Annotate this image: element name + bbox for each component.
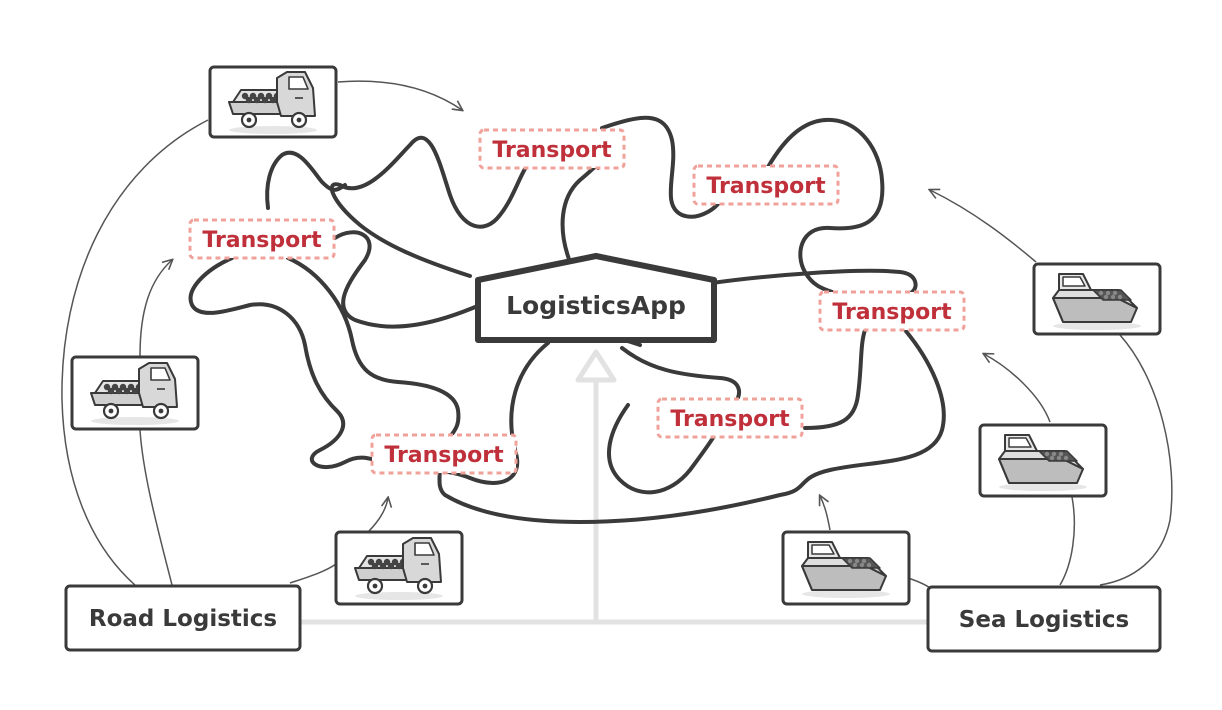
- transport-labels: TransportTransportTransportTransportTran…: [188, 128, 966, 475]
- sea-logistics-label: Sea Logistics: [959, 607, 1129, 633]
- arrow-truck-top: [337, 80, 462, 110]
- transport-box: [692, 164, 840, 206]
- transport-text: Transport: [670, 407, 790, 432]
- logistics-links: [61, 119, 1173, 589]
- truck-box-left: [70, 355, 200, 431]
- arrow-boat-middle: [984, 354, 1051, 423]
- road-logistics-node: Road Logistics: [64, 584, 302, 652]
- arrow-boat-top: [930, 190, 1037, 263]
- sea-logistics-node: Sea Logistics: [926, 585, 1162, 653]
- boat-box-bottom: [781, 530, 911, 606]
- transport-text: Transport: [492, 138, 612, 163]
- arrow-truck-bottom: [367, 498, 388, 533]
- vehicle-icons: [70, 65, 1162, 606]
- arrow-truck-left: [139, 260, 172, 357]
- truck-box-top: [208, 65, 338, 139]
- transport-box: [478, 128, 626, 170]
- transport-box: [188, 218, 336, 260]
- transport-label-6: Transport: [370, 433, 518, 475]
- transport-label-5: Transport: [656, 397, 804, 439]
- logistics-app-node: LogisticsApp: [475, 253, 717, 343]
- inheritance-arrow-head: [575, 349, 617, 383]
- transport-text: Transport: [384, 443, 504, 468]
- truck-box-bottom: [334, 530, 464, 606]
- arrow-boat-bottom: [820, 496, 831, 531]
- transport-box: [818, 290, 966, 332]
- transport-text: Transport: [832, 300, 952, 325]
- road-logistics-label: Road Logistics: [89, 606, 277, 632]
- transport-label-1: Transport: [478, 128, 626, 170]
- transport-label-4: Transport: [818, 290, 966, 332]
- transport-box: [656, 397, 804, 439]
- transport-text: Transport: [202, 228, 322, 253]
- transport-label-2: Transport: [692, 164, 840, 206]
- vehicle-arrows: [139, 80, 1051, 533]
- transport-box: [370, 433, 518, 475]
- boat-box-middle: [978, 423, 1108, 498]
- transport-text: Transport: [706, 174, 826, 199]
- transport-label-3: Transport: [188, 218, 336, 260]
- logistics-app-label: LogisticsApp: [506, 291, 686, 320]
- inheritance-connector: [300, 349, 928, 625]
- boat-box-top: [1032, 262, 1162, 336]
